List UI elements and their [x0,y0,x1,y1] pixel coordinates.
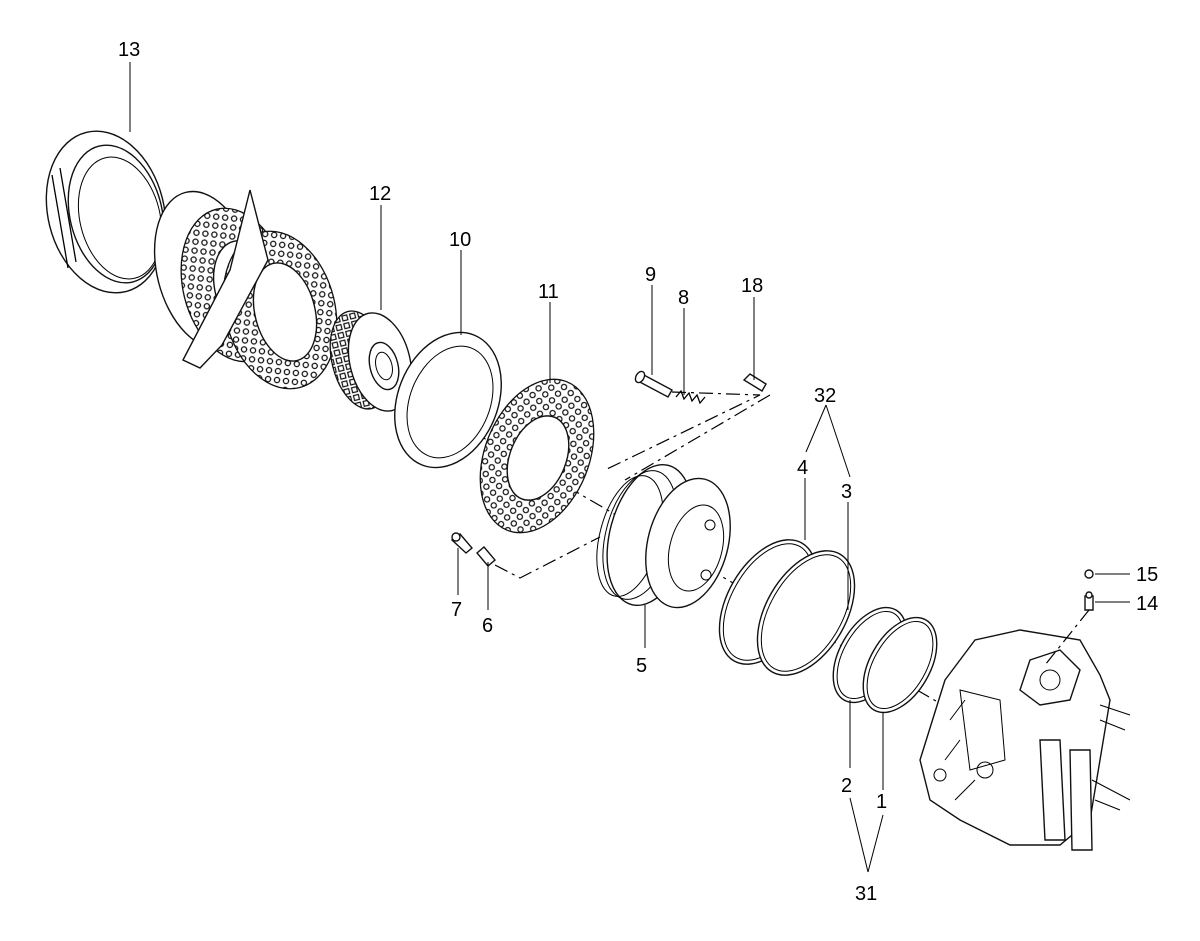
callout-2: 2 [841,775,852,797]
callout-3: 3 [841,481,852,503]
part-1-inner-seal-ring [862,616,938,714]
callout-1: 1 [876,791,887,813]
part-6-sleeve [476,546,496,567]
callout-12: 12 [369,183,391,205]
part-12-toothed-hub [329,310,413,412]
callout-9: 9 [645,264,656,286]
callout-31: 31 [855,883,877,905]
callout-labels: 13 12 10 11 9 8 18 32 4 3 7 6 5 15 14 2 … [118,39,1158,905]
leader-lines [129,62,1130,873]
callout-8: 8 [678,287,689,309]
callout-14: 14 [1136,593,1158,615]
part-10-separator-plate [394,331,502,469]
part-5-piston [596,463,731,609]
callout-6: 6 [482,615,493,637]
part-14-nipple [1084,591,1094,611]
part-15-nut [1084,569,1094,579]
callout-5: 5 [636,655,647,677]
part-7-screw [450,532,473,554]
part-9-pin [634,370,673,398]
part-18-plug [742,373,767,392]
part-11-friction-disc [479,378,595,534]
part-friction-disc-pack [153,189,338,390]
callout-13: 13 [118,39,140,61]
callout-4: 4 [797,457,808,479]
part-13-end-plate [45,130,167,294]
part-3-outer-seal-ring [756,550,856,676]
part-housing [919,629,1131,851]
callout-15: 15 [1136,564,1158,586]
callout-10: 10 [449,229,471,251]
callout-32: 32 [814,385,836,407]
callout-7: 7 [451,599,462,621]
callout-11: 11 [538,281,559,303]
callout-18: 18 [741,275,763,297]
